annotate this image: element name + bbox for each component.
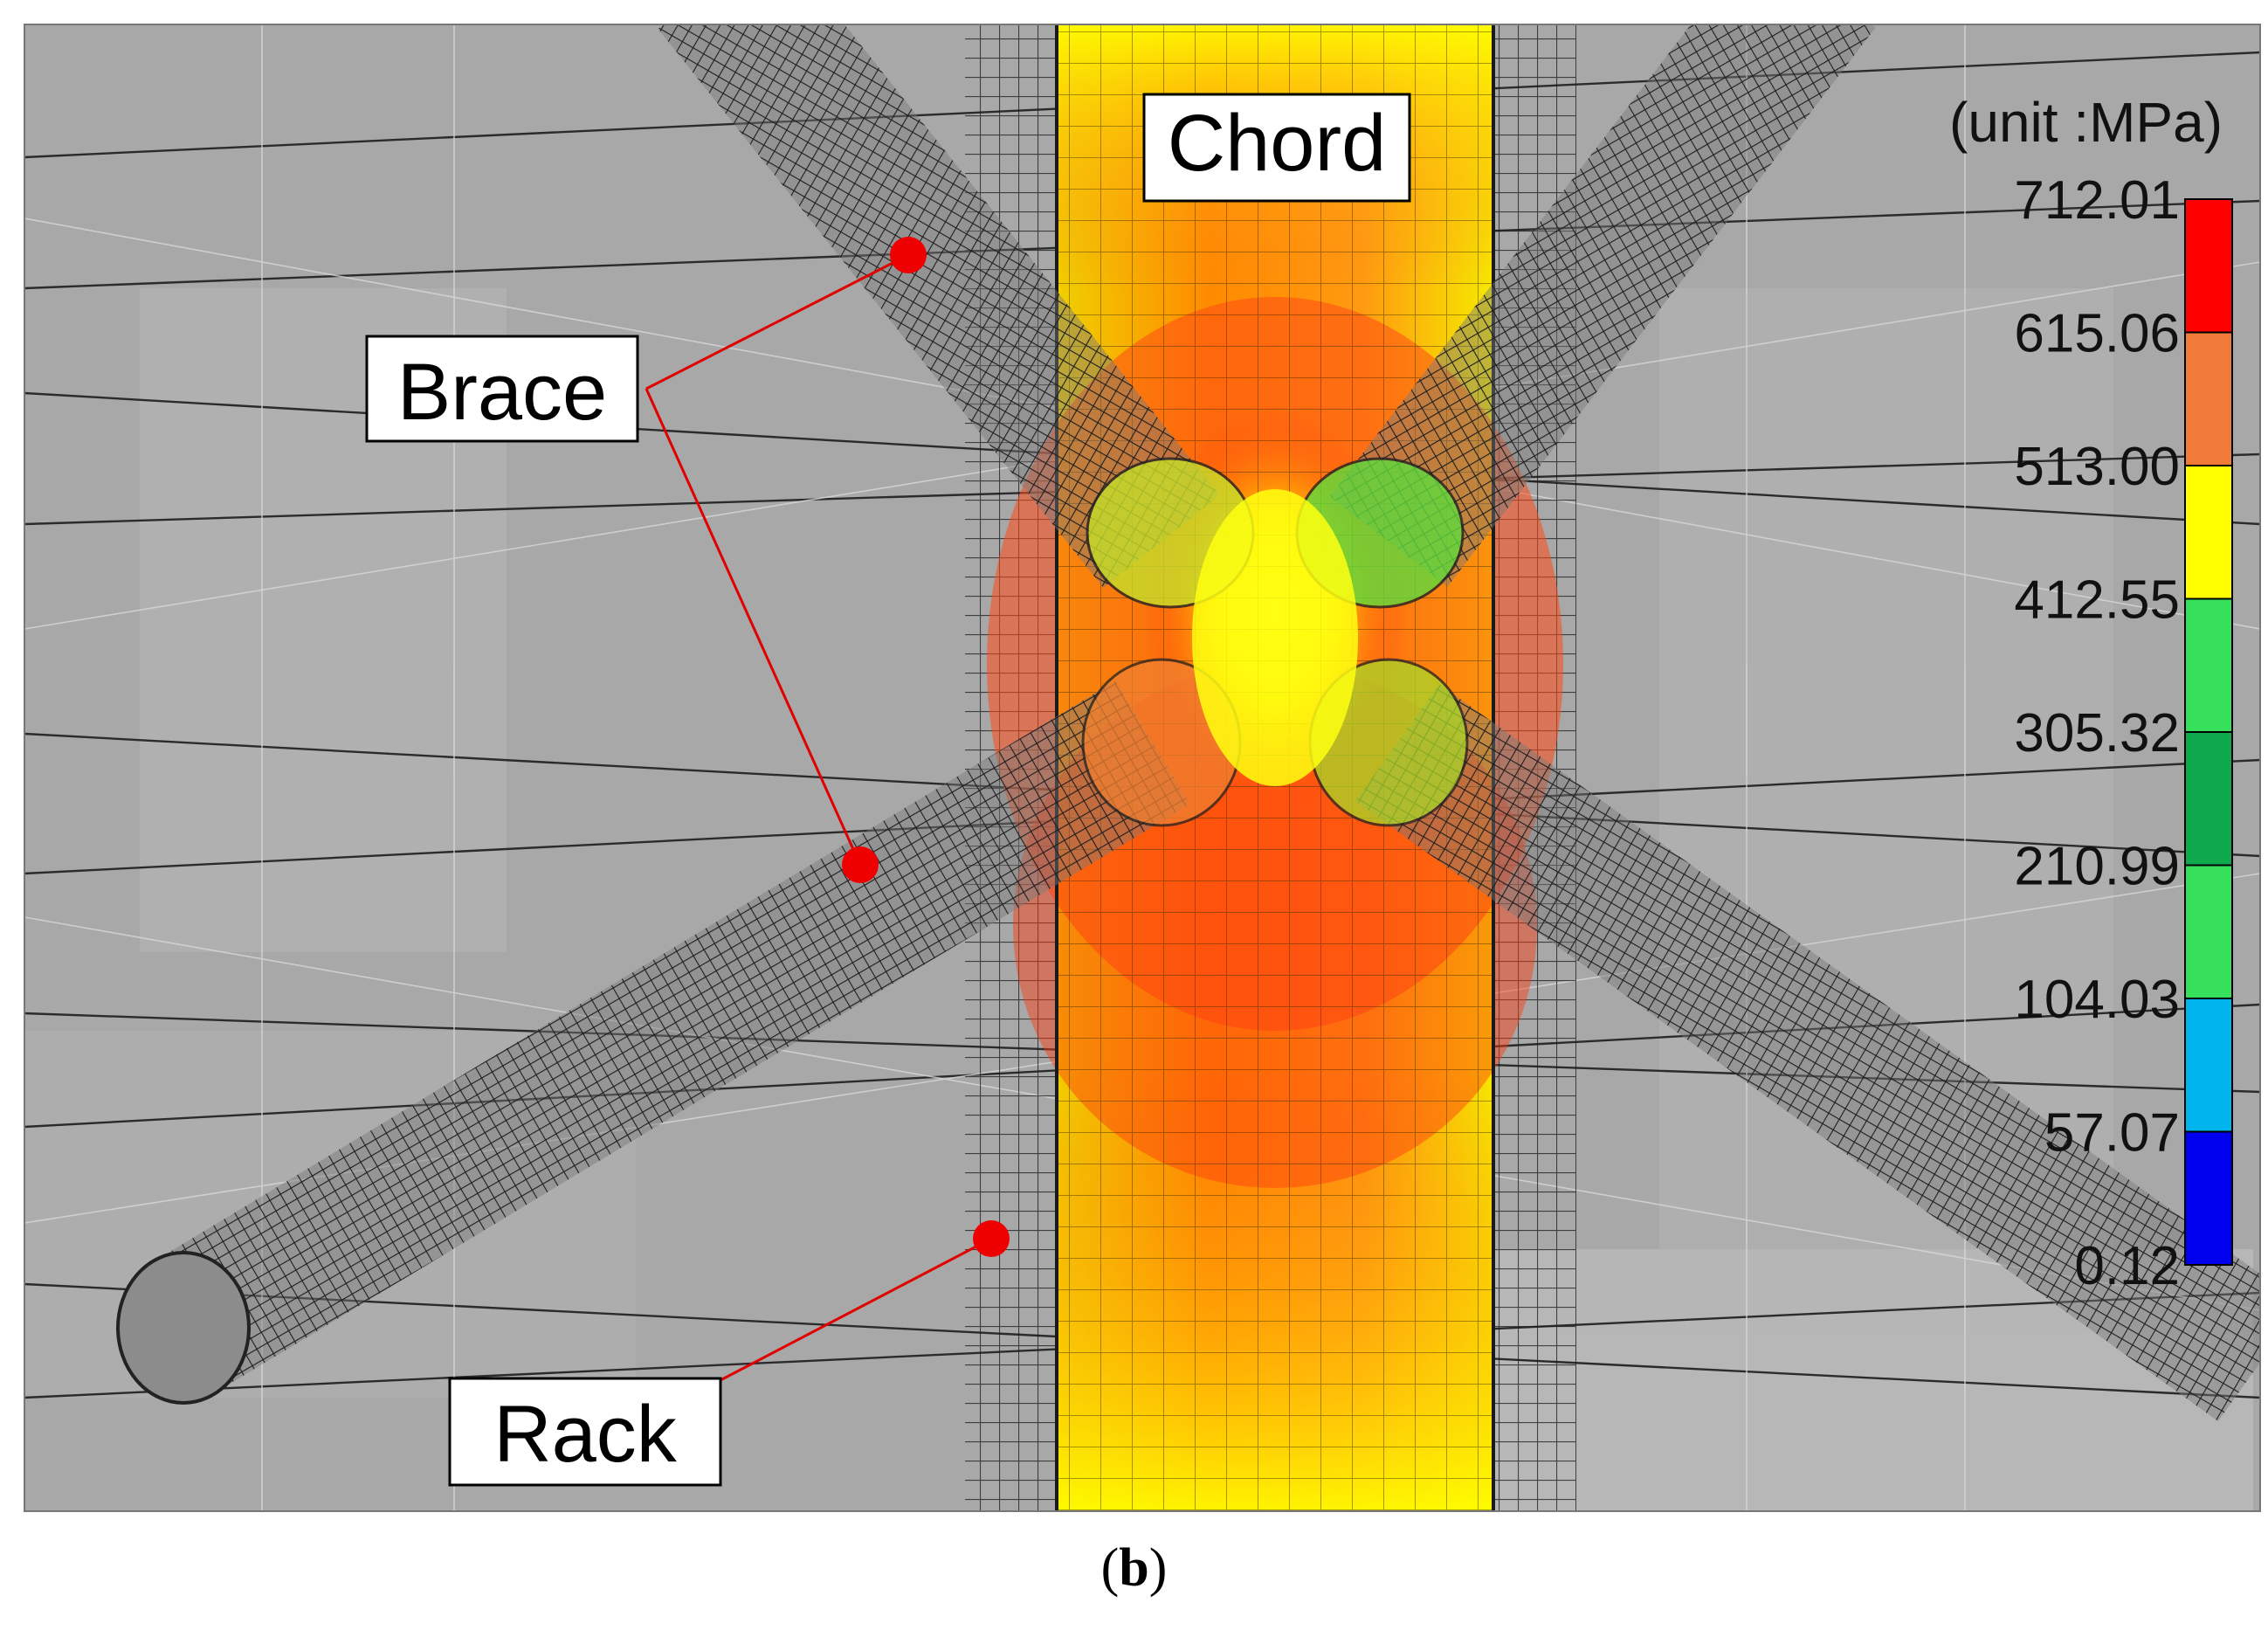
legend-unit: (unit :MPa) bbox=[1949, 91, 2223, 154]
rack-marker bbox=[973, 1220, 1010, 1257]
brace-marker-lower bbox=[842, 846, 879, 883]
legend-band-2 bbox=[2184, 465, 2233, 600]
legend-band-4 bbox=[2184, 731, 2233, 867]
caption-letter: b bbox=[1119, 1538, 1149, 1598]
legend-tick-label: 0.12 bbox=[2074, 1236, 2180, 1296]
legend-tick-label: 57.07 bbox=[2044, 1103, 2180, 1164]
brace-marker-upper bbox=[890, 237, 927, 273]
brace-label-text: Brace bbox=[397, 348, 607, 437]
chord-label: Chord bbox=[1142, 93, 1411, 203]
joint-center bbox=[1192, 489, 1358, 786]
legend-band-7 bbox=[2184, 1130, 2233, 1266]
legend-tick-labels: 712.01 615.06 513.00 412.55 305.32 210.99 104.… bbox=[2014, 170, 2180, 1296]
rack-label-text: Rack bbox=[493, 1390, 678, 1479]
legend-tick-label: 104.03 bbox=[2014, 970, 2180, 1030]
leader-lines bbox=[645, 253, 992, 1382]
rack-label: Rack bbox=[448, 1377, 722, 1487]
brace-label: Brace bbox=[365, 335, 639, 443]
legend-band-0 bbox=[2184, 198, 2233, 334]
chord-label-text: Chord bbox=[1168, 99, 1387, 188]
legend-band-6 bbox=[2184, 998, 2233, 1133]
caption-open: ( bbox=[1100, 1538, 1120, 1598]
legend-tick-label: 513.00 bbox=[2014, 437, 2180, 497]
legend-tick-label: 712.01 bbox=[2014, 170, 2180, 231]
legend-tick-label: 412.55 bbox=[2014, 570, 2180, 631]
stress-legend: (unit :MPa) 712.01 615.06 513.00 412.55 305.… bbox=[1949, 91, 2233, 1296]
brace-lower-left bbox=[116, 658, 1242, 1405]
legend-color-bar bbox=[2184, 198, 2233, 1266]
legend-band-1 bbox=[2184, 331, 2233, 466]
figure-frame bbox=[24, 24, 2261, 1512]
legend-tick-label: 615.06 bbox=[2014, 304, 2180, 364]
legend-band-3 bbox=[2184, 597, 2233, 733]
legend-tick-label: 210.99 bbox=[2014, 837, 2180, 897]
caption-close: ) bbox=[1148, 1538, 1168, 1598]
figure-caption: (b) bbox=[0, 1537, 2268, 1599]
legend-band-5 bbox=[2184, 864, 2233, 999]
legend-tick-label: 305.32 bbox=[2014, 703, 2180, 763]
